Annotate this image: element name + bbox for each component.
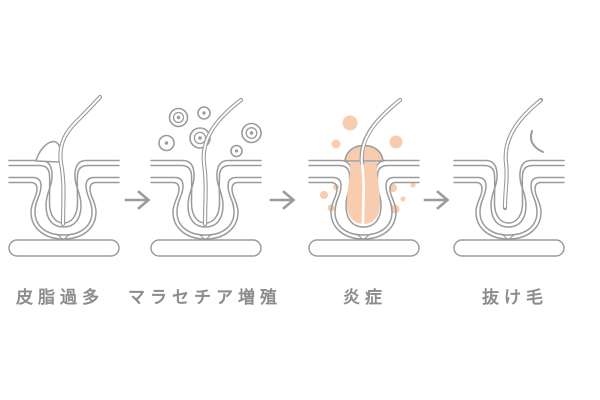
stage-label-hair-loss: 抜け毛 xyxy=(482,288,548,307)
stage-label-sebum-excess: 皮脂過多 xyxy=(16,288,104,307)
stage-malassezia-growth xyxy=(131,85,281,270)
skin-layers xyxy=(8,159,120,240)
malassezia-growth-illustration xyxy=(150,97,262,257)
arrow-right-icon xyxy=(423,189,455,211)
fat-layer xyxy=(8,239,120,257)
hair-strand xyxy=(58,94,103,227)
arrow-right-icon xyxy=(269,189,301,211)
hair-strand xyxy=(359,97,403,226)
skin-layers xyxy=(453,159,565,240)
arrow-right-icon xyxy=(124,189,156,211)
fat-layer xyxy=(308,239,420,257)
stage-inflammation xyxy=(289,85,439,270)
falling-hair-fragment xyxy=(529,130,544,153)
sebum-bump xyxy=(35,140,61,163)
stage-hair-loss xyxy=(434,85,584,270)
stage-sebum-excess xyxy=(0,85,139,270)
sebum-excess-illustration xyxy=(8,94,120,257)
hair-strand xyxy=(201,97,244,227)
inflammation-illustration xyxy=(308,97,420,257)
hair-loss-illustration xyxy=(453,97,565,257)
skin-layers xyxy=(150,159,262,240)
fat-layer xyxy=(453,239,565,257)
stage-label-malassezia-growth: マラセチア増殖 xyxy=(128,288,282,307)
fat-layer xyxy=(150,239,262,257)
stage-label-inflammation: 炎症 xyxy=(343,288,387,307)
detached-hair-strand xyxy=(502,97,544,211)
